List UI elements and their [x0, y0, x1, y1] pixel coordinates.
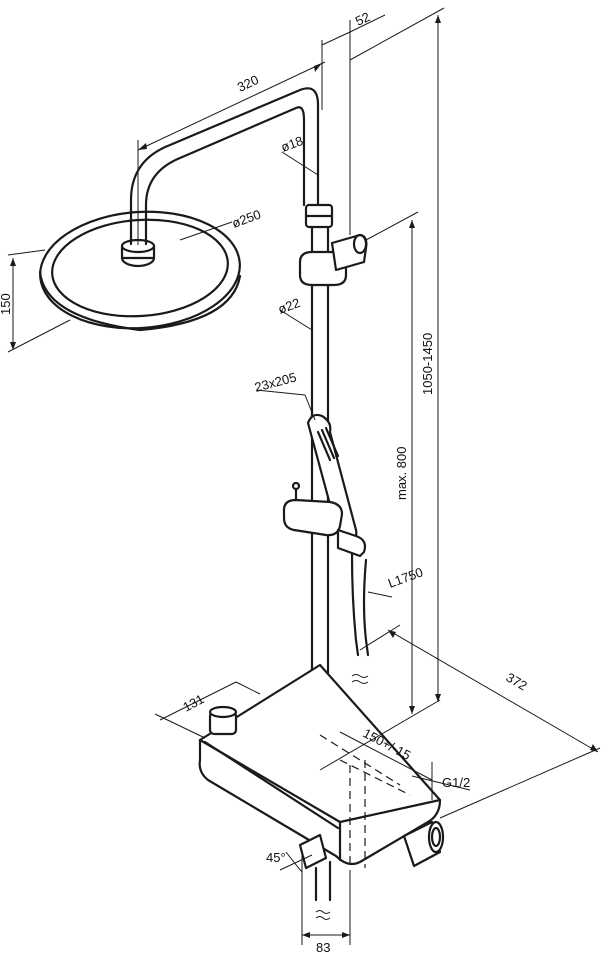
label-total-height: 1050-1450 — [420, 333, 435, 395]
label-mixer-width: 131 — [180, 691, 206, 714]
label-max-height: max. 800 — [394, 447, 409, 500]
label-spout-width: 83 — [316, 940, 330, 955]
thermostatic-mixer — [198, 663, 445, 920]
label-depth: 372 — [504, 670, 530, 694]
label-arm-length: 320 — [235, 72, 261, 95]
shower-arm — [129, 87, 320, 246]
label-head-height: 150 — [0, 293, 13, 315]
label-riser-diameter: ø22 — [276, 295, 302, 317]
shower-head — [38, 210, 242, 332]
label-thread: G1/2 — [442, 775, 470, 790]
dimension-lines — [7, 7, 601, 945]
label-head-diameter: ø250 — [230, 207, 263, 231]
label-hand-shower-size: 23x205 — [253, 369, 298, 395]
label-riser-diameter-top: ø18 — [279, 133, 305, 155]
label-hose-length: L1750 — [386, 564, 425, 590]
hose — [350, 552, 370, 684]
hidden-lines — [319, 734, 411, 868]
arrowheads — [10, 15, 598, 938]
upper-bracket — [298, 233, 368, 287]
lower-holder — [282, 481, 367, 558]
label-wall-offset: 52 — [353, 9, 372, 29]
label-angle: 45° — [266, 850, 286, 865]
